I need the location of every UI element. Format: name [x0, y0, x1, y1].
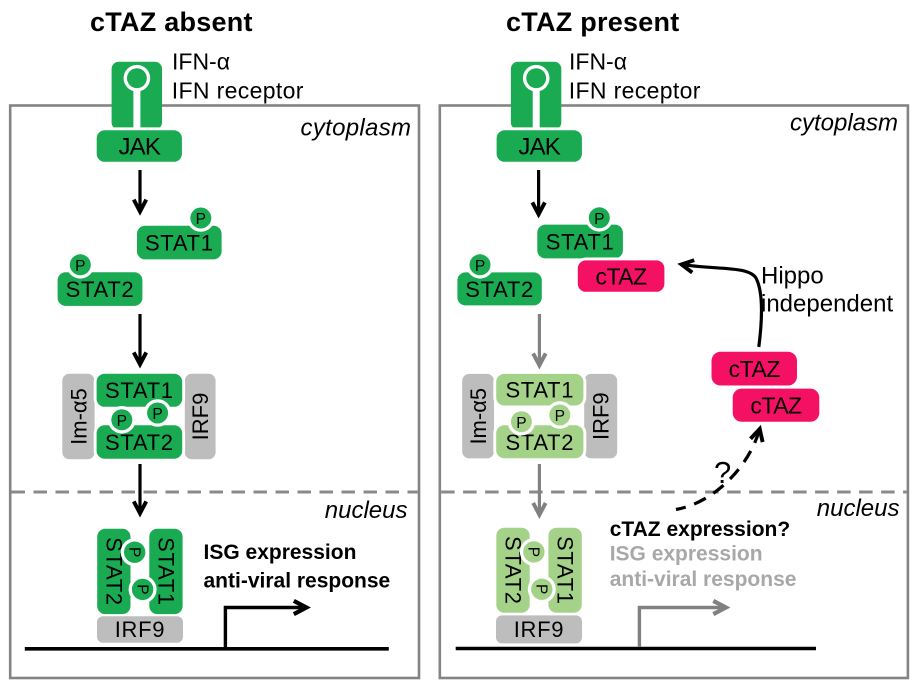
svg-text:independent: independent [761, 291, 893, 318]
svg-text:P: P [475, 258, 485, 275]
svg-text:P: P [125, 547, 142, 557]
svg-text:Hippo: Hippo [761, 263, 824, 290]
svg-text:IFN receptor: IFN receptor [172, 78, 304, 104]
svg-text:cTAZ present: cTAZ present [506, 7, 680, 37]
svg-text:cTAZ absent: cTAZ absent [90, 7, 253, 37]
svg-text:cTAZ: cTAZ [750, 393, 802, 419]
svg-text:IFN receptor: IFN receptor [569, 78, 701, 104]
svg-text:P: P [75, 258, 85, 275]
svg-text:IRF9: IRF9 [115, 617, 165, 642]
svg-text:JAK: JAK [518, 134, 560, 161]
svg-text:cytoplasm: cytoplasm [790, 110, 898, 137]
svg-text:STAT1: STAT1 [153, 537, 178, 606]
svg-text:IFN-α: IFN-α [172, 48, 230, 74]
svg-text:P: P [133, 584, 150, 594]
svg-text:STAT2: STAT2 [465, 277, 534, 302]
svg-text:ISG expression: ISG expression [204, 541, 357, 564]
svg-text:cTAZ: cTAZ [729, 356, 781, 382]
svg-text:STAT1: STAT1 [546, 230, 615, 255]
svg-text:cytoplasm: cytoplasm [301, 114, 412, 141]
svg-text:IRF9: IRF9 [589, 392, 614, 440]
svg-text:cTAZ: cTAZ [595, 263, 647, 289]
svg-text:nucleus: nucleus [817, 495, 900, 522]
svg-text:STAT2: STAT2 [105, 430, 174, 455]
svg-text:P: P [594, 211, 604, 228]
svg-text:P: P [525, 547, 542, 557]
svg-text:STAT1: STAT1 [505, 378, 574, 403]
svg-text:P: P [196, 211, 206, 228]
svg-text:P: P [533, 584, 550, 594]
svg-text:cTAZ expression?: cTAZ expression? [610, 518, 791, 541]
svg-text:P: P [555, 408, 565, 425]
svg-text:STAT1: STAT1 [553, 536, 578, 605]
svg-text:STAT2: STAT2 [66, 277, 135, 302]
svg-text:anti-viral response: anti-viral response [610, 568, 797, 591]
svg-text:IRF9: IRF9 [188, 393, 213, 441]
svg-text:JAK: JAK [118, 134, 160, 161]
svg-text:P: P [152, 406, 162, 423]
svg-text:ISG expression: ISG expression [610, 543, 763, 566]
svg-text:?: ? [714, 455, 731, 490]
svg-text:IRF9: IRF9 [514, 617, 564, 642]
svg-text:Im-α5: Im-α5 [66, 388, 91, 445]
svg-text:Im-α5: Im-α5 [466, 388, 491, 445]
svg-text:P: P [516, 415, 526, 432]
svg-text:STAT1: STAT1 [145, 231, 214, 256]
svg-text:STAT1: STAT1 [105, 378, 174, 403]
svg-text:P: P [117, 413, 127, 430]
svg-text:nucleus: nucleus [325, 497, 408, 524]
svg-text:IFN-α: IFN-α [569, 48, 627, 74]
svg-text:anti-viral response: anti-viral response [204, 569, 391, 592]
